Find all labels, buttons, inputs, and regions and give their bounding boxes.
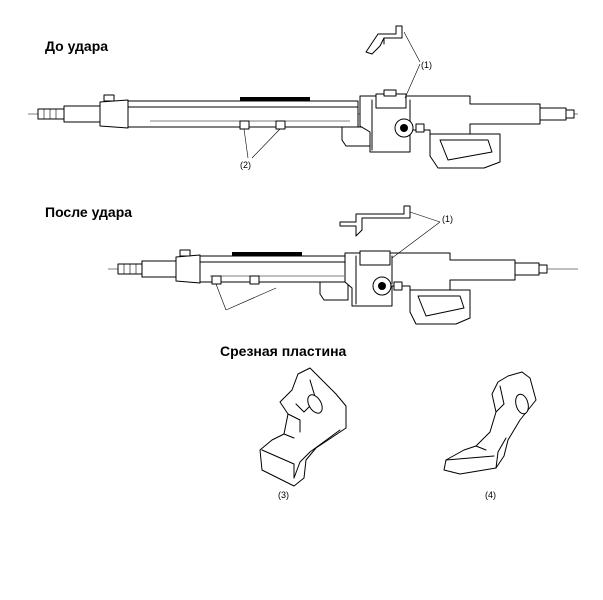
callout-2-before: (2) bbox=[240, 160, 251, 170]
callout-4: (4) bbox=[485, 490, 496, 500]
shear-plate-3 bbox=[259, 367, 347, 487]
heading-after-impact: После удара bbox=[45, 204, 133, 220]
callout-1-after: (1) bbox=[442, 214, 453, 224]
steering-column-after bbox=[108, 205, 578, 325]
callout-1-before: (1) bbox=[421, 60, 432, 70]
heading-before-impact: До удара bbox=[45, 38, 109, 54]
steering-column-before bbox=[28, 25, 578, 169]
heading-shear-plate: Срезная пластина bbox=[220, 343, 347, 359]
callout-3: (3) bbox=[278, 490, 289, 500]
shear-plate-4 bbox=[443, 371, 537, 475]
